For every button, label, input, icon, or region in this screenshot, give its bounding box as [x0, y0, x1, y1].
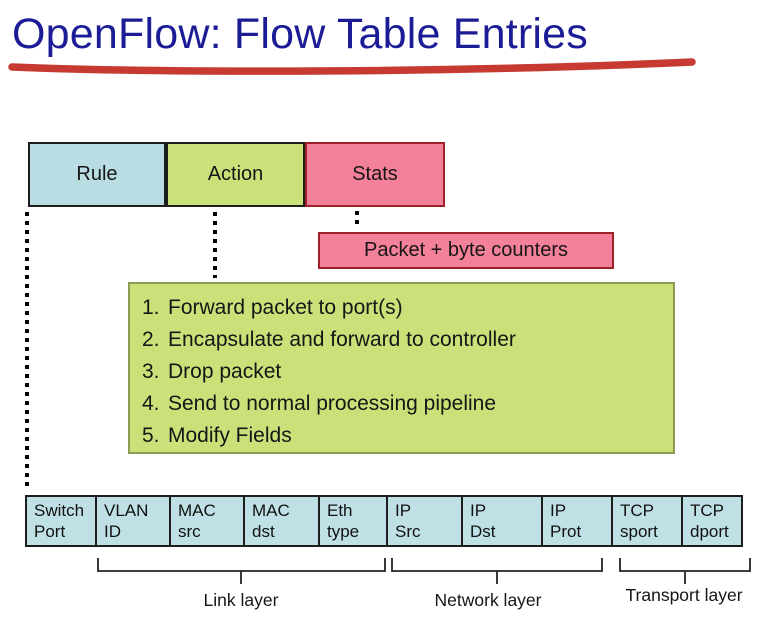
- field-cell-line: dst: [252, 522, 275, 541]
- rule-box: Rule: [28, 142, 166, 207]
- action-item-number: 3.: [142, 360, 160, 383]
- action-item-text: Encapsulate and forward to controller: [168, 328, 516, 351]
- action-item-text: Modify Fields: [168, 424, 292, 447]
- rule-box-label: Rule: [76, 163, 118, 185]
- action-item-number: 2.: [142, 328, 160, 351]
- field-cell-line: type: [327, 522, 360, 541]
- field-cell-line: IP: [395, 501, 412, 520]
- action-item-number: 4.: [142, 392, 160, 415]
- action-item-text: Send to normal processing pipeline: [168, 392, 497, 415]
- field-cell-line: IP: [550, 501, 567, 520]
- stats-dotted-connector: [355, 211, 359, 229]
- action-item-text: Drop packet: [168, 360, 282, 383]
- slide-title: OpenFlow: Flow Table Entries: [12, 10, 589, 58]
- field-cell-line: dport: [690, 522, 729, 541]
- field-cell-line: src: [178, 522, 201, 541]
- field-cell-tcp-sport: TCP sport: [611, 495, 683, 547]
- field-cell-line: TCP: [620, 501, 654, 520]
- layer-group-braces: [97, 558, 751, 584]
- title-underline-stroke: [8, 58, 696, 75]
- action-list-item: 2. Encapsulate and forward to controller: [142, 324, 673, 356]
- field-cell-line: sport: [620, 522, 658, 541]
- field-cell-line: Prot: [550, 522, 582, 541]
- field-cell-line: Port: [34, 522, 66, 541]
- field-cell-mac-dst: MAC dst: [243, 495, 320, 547]
- field-cell-line: Switch: [34, 501, 85, 520]
- stats-box-label: Stats: [352, 163, 398, 185]
- field-cell-line: Eth: [327, 501, 353, 520]
- stats-box: Stats: [305, 142, 445, 207]
- action-list-item: 4. Send to normal processing pipeline: [142, 388, 673, 420]
- packet-byte-counters-box: Packet + byte counters: [318, 232, 614, 269]
- field-cell-ip-dst: IP Dst: [461, 495, 543, 547]
- match-fields-row: Switch Port VLAN ID MAC src MAC dst Eth …: [25, 495, 743, 547]
- link-layer-label: Link layer: [203, 590, 279, 610]
- packet-byte-counters-label: Packet + byte counters: [363, 239, 568, 261]
- action-box-label: Action: [207, 163, 264, 185]
- action-list-item: 1. Forward packet to port(s): [142, 292, 673, 324]
- field-cell-line: Src: [395, 522, 421, 541]
- field-cell-line: IP: [470, 501, 487, 520]
- field-cell-line: TCP: [690, 501, 724, 520]
- field-cell-switch-port: Switch Port: [25, 495, 97, 547]
- rule-dotted-connector: [25, 212, 29, 490]
- action-dotted-connector: [213, 212, 217, 278]
- field-cell-vlan-id: VLAN ID: [95, 495, 171, 547]
- field-cell-tcp-dport: TCP dport: [681, 495, 743, 547]
- field-cell-ip-src: IP Src: [386, 495, 463, 547]
- field-cell-ip-prot: IP Prot: [541, 495, 613, 547]
- field-cell-line: VLAN: [104, 501, 149, 520]
- field-cell-line: ID: [104, 522, 121, 541]
- action-list-item: 5. Modify Fields: [142, 420, 673, 452]
- action-list-item: 3. Drop packet: [142, 356, 673, 388]
- action-item-number: 5.: [142, 424, 160, 447]
- field-cell-line: MAC: [178, 501, 216, 520]
- field-cell-line: MAC: [252, 501, 290, 520]
- actions-list-box: 1. Forward packet to port(s) 2. Encapsul…: [128, 282, 675, 454]
- action-item-text: Forward packet to port(s): [168, 296, 403, 319]
- field-cell-mac-src: MAC src: [169, 495, 245, 547]
- action-item-number: 1.: [142, 296, 160, 319]
- field-cell-line: Dst: [470, 522, 496, 541]
- transport-layer-label: Transport layer: [625, 585, 743, 605]
- network-layer-label: Network layer: [434, 590, 542, 610]
- action-box: Action: [166, 142, 305, 207]
- field-cell-eth-type: Eth type: [318, 495, 388, 547]
